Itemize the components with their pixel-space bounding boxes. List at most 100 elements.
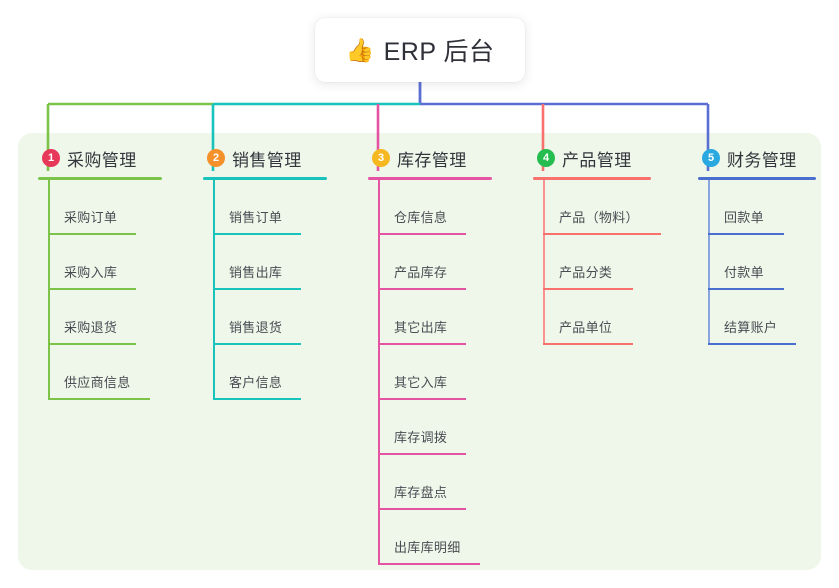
leaf-label: 采购入库 <box>64 265 118 280</box>
leaf-list: 产品（物料） 产品分类产品单位 <box>533 180 693 345</box>
category-underline <box>368 177 492 180</box>
root-node-title: ERP 后台 <box>383 38 495 66</box>
category-title: 销售管理 <box>232 150 302 170</box>
category-number-badge: 4 <box>537 149 555 167</box>
leaf-underline <box>378 563 480 565</box>
leaf-underline <box>378 508 466 510</box>
root-node[interactable]: 👍 ERP 后台 <box>315 18 525 82</box>
leaf-item[interactable]: 库存盘点 <box>368 455 518 510</box>
leaf-label: 仓库信息 <box>394 210 448 225</box>
category-underline <box>533 177 651 180</box>
leaf-connector-stem <box>708 180 710 235</box>
leaf-underline <box>213 288 301 290</box>
leaf-label: 库存调拨 <box>394 430 448 445</box>
category-number-badge: 1 <box>42 149 60 167</box>
leaf-item[interactable]: 产品（物料） <box>533 180 693 235</box>
category-number-badge: 3 <box>372 149 390 167</box>
leaf-label: 销售出库 <box>229 265 283 280</box>
leaf-underline <box>48 288 136 290</box>
leaf-list: 采购订单采购入库采购退货供应商信息 <box>38 180 188 400</box>
leaf-connector-stem <box>543 290 545 345</box>
leaf-item[interactable]: 出库库明细 <box>368 510 518 565</box>
leaf-connector-stem <box>213 290 215 345</box>
leaf-underline <box>378 343 466 345</box>
leaf-connector-stem <box>378 290 380 345</box>
category-header-3[interactable]: 3 库存管理 <box>368 145 518 171</box>
leaf-item[interactable]: 仓库信息 <box>368 180 518 235</box>
leaf-item[interactable]: 回款单 <box>698 180 828 235</box>
leaf-item[interactable]: 库存调拨 <box>368 400 518 455</box>
leaf-item[interactable]: 销售订单 <box>203 180 353 235</box>
leaf-connector-stem <box>378 180 380 235</box>
leaf-underline <box>213 343 301 345</box>
leaf-label: 出库库明细 <box>394 540 461 555</box>
leaf-item[interactable]: 其它入库 <box>368 345 518 400</box>
category-title: 产品管理 <box>562 150 632 170</box>
leaf-label: 产品单位 <box>559 320 613 335</box>
leaf-label: 销售退货 <box>229 320 283 335</box>
leaf-item[interactable]: 结算账户 <box>698 290 828 345</box>
leaf-underline <box>378 398 466 400</box>
leaf-connector-stem <box>213 235 215 290</box>
leaf-item[interactable]: 客户信息 <box>203 345 353 400</box>
leaf-underline <box>378 233 466 235</box>
leaf-item[interactable]: 销售出库 <box>203 235 353 290</box>
leaf-item[interactable]: 付款单 <box>698 235 828 290</box>
leaf-connector-stem <box>543 235 545 290</box>
category-column-5: 5 财务管理回款单付款单结算账户 <box>698 145 828 345</box>
leaf-label: 产品（物料） <box>559 210 639 225</box>
leaf-label: 其它出库 <box>394 320 448 335</box>
leaf-item[interactable]: 产品分类 <box>533 235 693 290</box>
category-underline <box>203 177 327 180</box>
leaf-connector-stem <box>378 345 380 400</box>
category-header-1[interactable]: 1 采购管理 <box>38 145 188 171</box>
leaf-label: 库存盘点 <box>394 485 448 500</box>
leaf-connector-stem <box>213 180 215 235</box>
diagram-background-panel <box>18 133 821 570</box>
leaf-item[interactable]: 产品库存 <box>368 235 518 290</box>
leaf-connector-stem <box>708 290 710 345</box>
leaf-item[interactable]: 采购订单 <box>38 180 188 235</box>
leaf-label: 产品分类 <box>559 265 613 280</box>
leaf-item[interactable]: 销售退货 <box>203 290 353 345</box>
leaf-label: 产品库存 <box>394 265 448 280</box>
leaf-item[interactable]: 其它出库 <box>368 290 518 345</box>
leaf-underline <box>48 233 136 235</box>
leaf-connector-stem <box>378 455 380 510</box>
category-title: 库存管理 <box>397 150 467 170</box>
leaf-label: 其它入库 <box>394 375 448 390</box>
leaf-underline <box>48 343 136 345</box>
category-title: 采购管理 <box>67 150 137 170</box>
leaf-connector-stem <box>48 180 50 235</box>
category-number-badge: 5 <box>702 149 720 167</box>
leaf-item[interactable]: 供应商信息 <box>38 345 188 400</box>
leaf-label: 回款单 <box>724 210 764 225</box>
leaf-underline <box>213 398 301 400</box>
leaf-label: 客户信息 <box>229 375 283 390</box>
leaf-connector-stem <box>378 235 380 290</box>
category-header-4[interactable]: 4 产品管理 <box>533 145 693 171</box>
thumbs-up-icon: 👍 <box>345 36 375 63</box>
leaf-connector-stem <box>48 235 50 290</box>
category-title: 财务管理 <box>727 150 797 170</box>
leaf-underline <box>708 343 796 345</box>
category-header-5[interactable]: 5 财务管理 <box>698 145 828 171</box>
leaf-item[interactable]: 产品单位 <box>533 290 693 345</box>
leaf-connector-stem <box>48 345 50 400</box>
leaf-label: 结算账户 <box>724 320 778 335</box>
leaf-item[interactable]: 采购入库 <box>38 235 188 290</box>
leaf-underline <box>708 288 784 290</box>
leaf-item[interactable]: 采购退货 <box>38 290 188 345</box>
leaf-connector-stem <box>48 290 50 345</box>
leaf-underline <box>543 288 633 290</box>
leaf-list: 回款单付款单结算账户 <box>698 180 828 345</box>
leaf-underline <box>48 398 150 400</box>
leaf-label: 销售订单 <box>229 210 283 225</box>
leaf-connector-stem <box>378 400 380 455</box>
leaf-connector-stem <box>213 345 215 400</box>
leaf-underline <box>543 233 661 235</box>
leaf-underline <box>708 233 784 235</box>
